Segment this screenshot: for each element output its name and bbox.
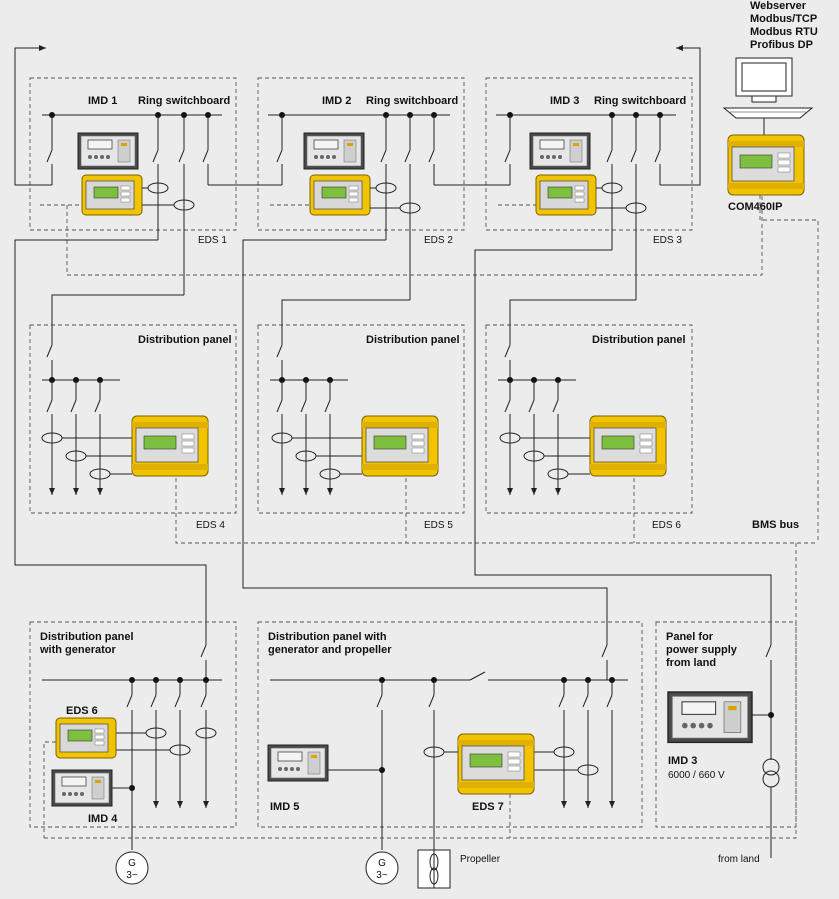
propeller-icon xyxy=(417,849,451,889)
panel-title: Ring switchboard xyxy=(594,95,686,107)
panel-frame xyxy=(257,324,465,514)
eds-device xyxy=(361,415,439,477)
panel-title: Distribution panel xyxy=(138,334,232,346)
voltage-label: 6000 / 660 V xyxy=(668,770,725,781)
ring-panel-1: IMD 1 Ring switchboard EDS 1 xyxy=(29,77,237,295)
protocol-1: Webserver xyxy=(750,0,807,12)
imd-device xyxy=(51,769,113,807)
panel-frame xyxy=(655,621,797,828)
ring-panel-3: IMD 3 Ring switchboard EDS 3 xyxy=(485,77,693,300)
eds-label: EDS 4 xyxy=(196,520,225,531)
lower-feeders xyxy=(14,239,772,640)
generator-symbol-1: G 3~ xyxy=(115,851,149,885)
eds-label: EDS 3 xyxy=(653,235,682,246)
bms-bus-label: BMS bus xyxy=(752,519,799,531)
panel-title-line2: power supply xyxy=(666,644,738,656)
bms-bus xyxy=(175,478,818,544)
gateway-label: COM460IP xyxy=(728,201,782,213)
lower-bms-bus xyxy=(44,543,797,839)
eds-device xyxy=(589,415,667,477)
ring-connections xyxy=(14,45,701,186)
distribution-panel-5: Distribution panel EDS 5 xyxy=(257,299,465,531)
imd-label: IMD 1 xyxy=(88,95,117,107)
eds-label: EDS 2 xyxy=(424,235,453,246)
panel-frame xyxy=(257,621,643,828)
panel-title: Distribution panel xyxy=(366,334,460,346)
eds-label: EDS 6 xyxy=(652,520,681,531)
panel-title-line1: Panel for xyxy=(666,631,714,643)
panel-title: Ring switchboard xyxy=(138,95,230,107)
generator-phase: 3~ xyxy=(376,870,388,881)
panel-frame xyxy=(257,77,465,231)
imd-label: IMD 5 xyxy=(270,801,299,813)
generator-symbol-2: G 3~ xyxy=(365,851,399,885)
imd-label: IMD 3 xyxy=(550,95,579,107)
propeller-label: Propeller xyxy=(460,854,501,865)
imd-device xyxy=(667,691,753,744)
generator-phase: 3~ xyxy=(126,870,138,881)
generator-label: G xyxy=(128,858,136,869)
distribution-panel-4: Distribution panel EDS 4 xyxy=(29,294,237,531)
eds-device xyxy=(457,733,535,795)
protocol-2: Modbus/TCP xyxy=(750,13,817,25)
panel-title: Ring switchboard xyxy=(366,95,458,107)
eds-device xyxy=(535,174,597,216)
shore-supply-panel: Panel for power supply from land IMD 3 6… xyxy=(655,621,797,858)
imd-device xyxy=(529,132,591,170)
from-land-label: from land xyxy=(718,854,760,865)
propeller-panel: Distribution panel with generator and pr… xyxy=(257,621,643,850)
panel-frame xyxy=(29,324,237,514)
panel-frame xyxy=(29,621,237,828)
imd-device xyxy=(303,132,365,170)
imd-label: IMD 4 xyxy=(88,813,118,825)
eds-device xyxy=(55,717,117,759)
panel-title-line2: with generator xyxy=(39,644,117,656)
panel-title-line1: Distribution panel xyxy=(40,631,134,643)
eds-label: EDS 1 xyxy=(198,235,227,246)
eds-device xyxy=(131,415,209,477)
eds-label: EDS 6 xyxy=(66,705,98,717)
ring-panel-2: IMD 2 Ring switchboard EDS 2 xyxy=(257,77,465,300)
protocol-3: Modbus RTU xyxy=(750,26,818,38)
eds-label: EDS 7 xyxy=(472,801,504,813)
panel-frame xyxy=(29,77,237,231)
computer-icon xyxy=(722,57,814,119)
panel-frame xyxy=(485,77,693,231)
panel-title-line1: Distribution panel with xyxy=(268,631,387,643)
eds-device xyxy=(309,174,371,216)
transformer-icon xyxy=(762,758,780,788)
eds-label: EDS 5 xyxy=(424,520,453,531)
generator-label: G xyxy=(378,858,386,869)
distribution-panel-6: Distribution panel EDS 6 xyxy=(485,299,693,531)
eds-device xyxy=(81,174,143,216)
panel-frame xyxy=(485,324,693,514)
imd-device xyxy=(77,132,139,170)
com460ip-gateway: Webserver Modbus/TCP Modbus RTU Profibus… xyxy=(722,0,819,540)
imd-label: IMD 3 xyxy=(668,755,697,767)
panel-title-line3: from land xyxy=(666,657,716,669)
protocol-4: Profibus DP xyxy=(750,39,813,51)
panel-title-line2: generator and propeller xyxy=(268,644,392,656)
imd-device xyxy=(267,744,329,782)
generator-panel: Distribution panel with generator EDS 6 … xyxy=(29,621,237,850)
com460ip-device xyxy=(727,134,805,196)
imd-label: IMD 2 xyxy=(322,95,351,107)
panel-title: Distribution panel xyxy=(592,334,686,346)
